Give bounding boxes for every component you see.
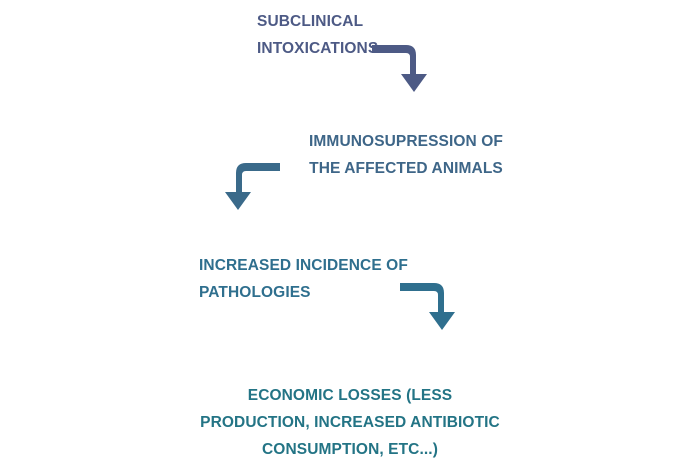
- step-4-line-3: CONSUMPTION, ETC...): [262, 441, 438, 458]
- step-increased-incidence: INCREASED INCIDENCE OF PATHOLOGIES: [199, 252, 408, 306]
- step-economic-losses: ECONOMIC LOSSES (LESS PRODUCTION, INCREA…: [190, 382, 510, 463]
- curved-arrow-right-down-icon: [400, 283, 455, 330]
- step-subclinical-intoxications: SUBCLINICAL INTOXICATIONS: [257, 8, 378, 62]
- step-2-line-1: IMMUNOSUPRESSION OF: [309, 133, 503, 150]
- step-3-line-1: INCREASED INCIDENCE OF: [199, 257, 408, 274]
- step-3-line-2: PATHOLOGIES: [199, 284, 311, 301]
- step-4-line-2: PRODUCTION, INCREASED ANTIBIOTIC: [200, 414, 500, 431]
- step-2-line-2: THE AFFECTED ANIMALS: [309, 160, 503, 177]
- step-4-line-1: ECONOMIC LOSSES (LESS: [247, 387, 453, 404]
- curved-arrow-right-down-icon: [372, 45, 427, 92]
- step-immunosupression: IMMUNOSUPRESSION OF THE AFFECTED ANIMALS: [296, 128, 516, 182]
- step-1-line-1: SUBCLINICAL: [257, 13, 364, 30]
- curved-arrow-left-down-icon: [225, 163, 280, 210]
- step-1-line-2: INTOXICATIONS: [257, 40, 379, 57]
